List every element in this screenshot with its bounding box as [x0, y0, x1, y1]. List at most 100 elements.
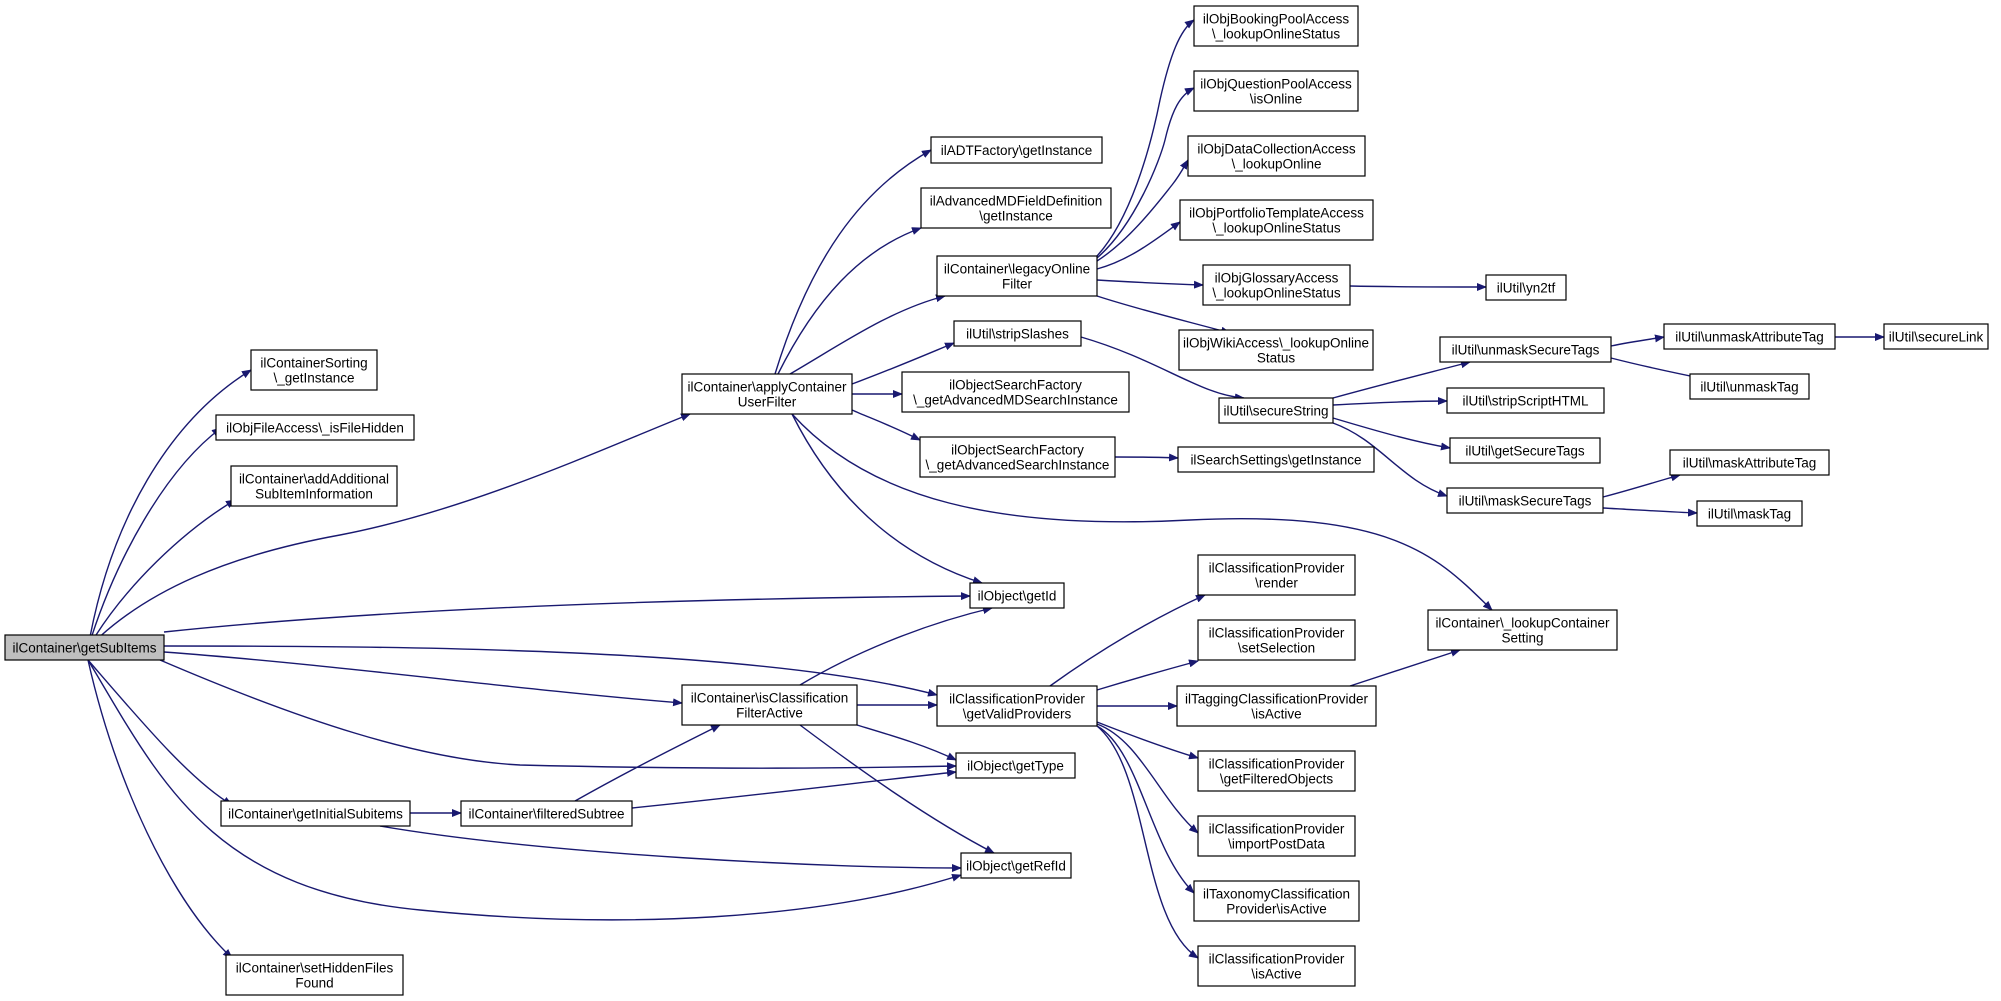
node-secure-string[interactable]: ilUtil\secureString	[1218, 397, 1334, 424]
node-label-line: ilObjQuestionPoolAccess	[1200, 77, 1352, 92]
node-box	[1197, 554, 1356, 596]
node-unmask-secure[interactable]: ilUtil\unmaskSecureTags	[1439, 336, 1612, 363]
edge-apply-to-legacy	[789, 294, 946, 375]
node-box	[960, 852, 1072, 879]
node-question-pool[interactable]: ilObjQuestionPoolAccess\isOnline	[1193, 70, 1359, 112]
node-taxonomy-active[interactable]: ilTaxonomyClassificationProvider\isActiv…	[1193, 880, 1360, 922]
edge-secure-string-to-mask-secure	[1332, 422, 1448, 497]
node-mask-tag[interactable]: ilUtil\maskTag	[1696, 500, 1803, 527]
node-adv-m-d[interactable]: ilAdvancedMDFieldDefinition\getInstance	[920, 187, 1112, 229]
node-label-line: ilUtil\secureString	[1223, 404, 1328, 419]
node-box	[955, 752, 1076, 779]
node-wiki[interactable]: ilObjWikiAccess\_lookupOnlineStatus	[1178, 329, 1374, 371]
node-label-line: ilObjectSearchFactory	[949, 378, 1082, 393]
edge-apply-to-osf-adv	[851, 409, 921, 441]
node-label-line: Setting	[1501, 631, 1543, 646]
node-get-id[interactable]: ilObject\getId	[969, 582, 1065, 609]
node-box	[215, 414, 415, 441]
node-label-line: \render	[1255, 576, 1298, 591]
node-glossary[interactable]: ilObjGlossaryAccess\_lookupOnlineStatus	[1202, 264, 1351, 306]
node-box	[1446, 387, 1605, 414]
node-label-line: ilUtil\maskTag	[1708, 507, 1791, 522]
node-unmask-attr[interactable]: ilUtil\unmaskAttributeTag	[1663, 323, 1836, 350]
node-label-line: \_getAdvancedMDSearchInstance	[913, 393, 1118, 408]
node-box	[1446, 487, 1604, 514]
node-box	[1187, 135, 1366, 177]
node-label-line: \getInstance	[979, 209, 1053, 224]
node-filtered-sub[interactable]: ilContainer\filteredSubtree	[460, 800, 633, 827]
node-cp-is-active[interactable]: ilClassificationProvider\isActive	[1197, 945, 1356, 987]
node-init-sub[interactable]: ilContainer\getInitialSubitems	[220, 800, 411, 827]
node-portfolio[interactable]: ilObjPortfolioTemplateAccess\_lookupOnli…	[1179, 199, 1374, 241]
edge-legacy-to-question-pool	[1096, 87, 1195, 259]
node-secure-link[interactable]: ilUtil\secureLink	[1883, 323, 1989, 350]
node-get-secure[interactable]: ilUtil\getSecureTags	[1449, 437, 1601, 464]
node-get-valid[interactable]: ilClassificationProvider\getValidProvide…	[936, 685, 1098, 727]
node-cp-filtered[interactable]: ilClassificationProvider\getFilteredObje…	[1197, 750, 1356, 792]
node-label-line: Filter	[1002, 277, 1033, 292]
node-strip-slashes[interactable]: ilUtil\stripSlashes	[953, 320, 1082, 347]
node-label-line: Found	[295, 976, 333, 991]
node-label-line: ilObject\getType	[967, 759, 1064, 774]
node-unmask-tag[interactable]: ilUtil\unmaskTag	[1689, 373, 1810, 400]
node-add-add[interactable]: ilContainer\addAdditionalSubItemInformat…	[230, 465, 398, 507]
node-osf-adv-m-d[interactable]: ilObjectSearchFactory\_getAdvancedMDSear…	[901, 371, 1130, 413]
node-cp-set-sel[interactable]: ilClassificationProvider\setSelection	[1197, 619, 1356, 661]
node-box	[1176, 685, 1377, 727]
node-label-line: ilClassificationProvider	[949, 692, 1085, 707]
node-label-line: \getValidProviders	[963, 707, 1072, 722]
node-label-line: ilContainerSorting	[260, 356, 367, 371]
node-label-line: ilObjPortfolioTemplateAccess	[1189, 206, 1364, 221]
node-get-type[interactable]: ilObject\getType	[955, 752, 1076, 779]
node-search-settings[interactable]: ilSearchSettings\getInstance	[1177, 446, 1375, 473]
node-label-line: SubItemInformation	[255, 487, 373, 502]
edge-tagging-active-to-lookup-container	[1349, 649, 1461, 687]
node-box	[230, 465, 398, 507]
node-box	[1689, 373, 1810, 400]
node-box	[1485, 274, 1567, 301]
node-label-line: \isActive	[1251, 707, 1301, 722]
edge-apply-to-get-id	[791, 413, 983, 585]
node-get-ref-id[interactable]: ilObject\getRefId	[960, 852, 1072, 879]
node-label-line: ilUtil\unmaskAttributeTag	[1675, 330, 1824, 345]
node-data-coll[interactable]: ilObjDataCollectionAccess\_lookupOnline	[1187, 135, 1366, 177]
edge-is-classif-to-get-ref-id	[799, 724, 995, 854]
node-cp-import[interactable]: ilClassificationProvider\importPostData	[1197, 815, 1356, 857]
node-box	[930, 136, 1103, 164]
edge-is-classif-to-get-type	[856, 724, 957, 761]
node-label-line: \isOnline	[1250, 92, 1303, 107]
node-osf-adv[interactable]: ilObjectSearchFactory\_getAdvancedSearch…	[919, 436, 1116, 478]
edge-secure-string-to-unmask-secure	[1332, 360, 1471, 399]
node-root[interactable]: ilContainer\getSubItems	[4, 634, 165, 661]
node-tagging-active[interactable]: ilTaggingClassificationProvider\isActive	[1176, 685, 1377, 727]
node-mask-secure[interactable]: ilUtil\maskSecureTags	[1446, 487, 1604, 514]
node-label-line: ilContainer\filteredSubtree	[468, 807, 624, 822]
node-mask-attr[interactable]: ilUtil\maskAttributeTag	[1669, 449, 1830, 476]
node-sorting[interactable]: ilContainerSorting\_getInstance	[250, 349, 378, 391]
node-cp-render[interactable]: ilClassificationProvider\render	[1197, 554, 1356, 596]
node-box	[901, 371, 1130, 413]
node-file-hidden[interactable]: ilObjFileAccess\_isFileHidden	[215, 414, 415, 441]
edge-legacy-to-glossary	[1096, 279, 1204, 289]
edge-root-to-sorting	[87, 369, 252, 649]
node-adt-factory[interactable]: ilADTFactory\getInstance	[930, 136, 1103, 164]
node-strip-script[interactable]: ilUtil\stripScriptHTML	[1446, 387, 1605, 414]
node-label-line: ilUtil\yn2tf	[1497, 281, 1556, 296]
edge-root-to-get-type	[159, 659, 957, 771]
edge-get-valid-to-cp-filtered	[1096, 721, 1199, 760]
node-label-line: ilObjGlossaryAccess	[1215, 271, 1339, 286]
node-box	[1696, 500, 1803, 527]
node-box	[460, 800, 633, 827]
node-label-line: ilContainer\getSubItems	[12, 641, 156, 656]
node-booking-pool[interactable]: ilObjBookingPoolAccess\_lookupOnlineStat…	[1193, 5, 1359, 47]
node-box	[1193, 880, 1360, 922]
node-box	[1193, 70, 1359, 112]
edge-apply-to-adt-factory	[774, 149, 932, 375]
node-label-line: \_lookupOnlineStatus	[1212, 221, 1341, 236]
node-yn2tf[interactable]: ilUtil\yn2tf	[1485, 274, 1567, 301]
